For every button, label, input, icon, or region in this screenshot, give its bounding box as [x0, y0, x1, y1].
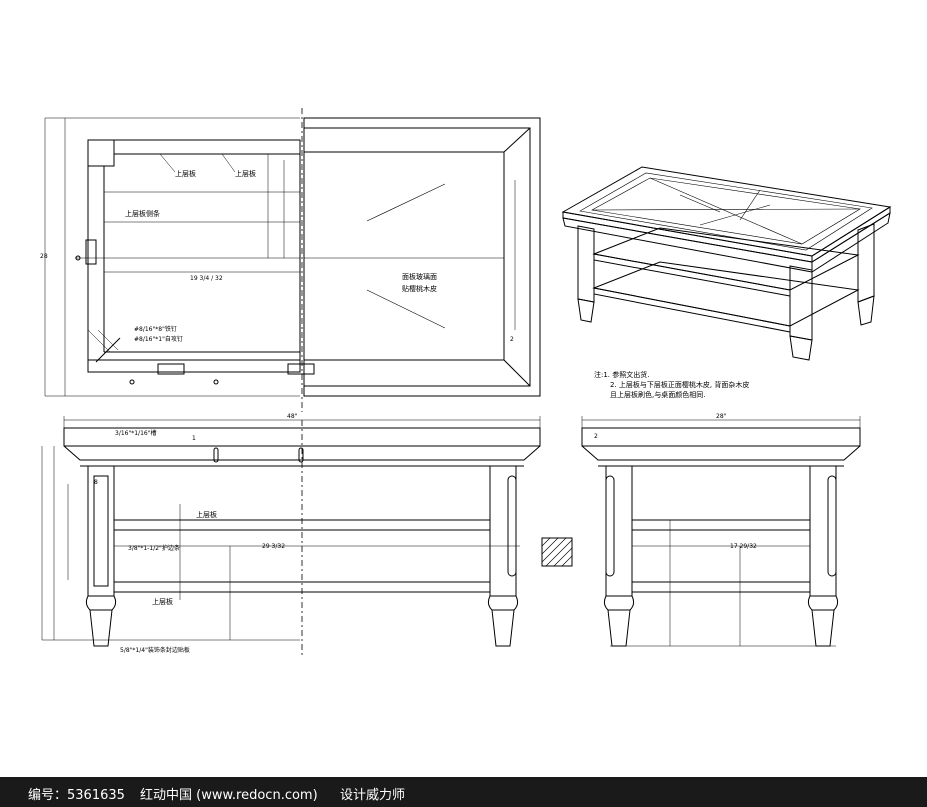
notes-line-2: 2. 上层板与下层板正面樱桃木皮, 背面杂木皮 [610, 380, 749, 389]
footer-designer: 设计威力师 [340, 788, 406, 803]
front-dim-edge: 3/16"*1/16"槽 [115, 429, 156, 437]
svg-text:28: 28 [40, 253, 48, 260]
front-label-shelf: 上层板 [196, 510, 217, 519]
footer-site: 红动中国 (www.redocn.com) [140, 788, 318, 803]
side-view: 28" 2 17 29/32 [581, 413, 861, 647]
front-dim-leg: 8 [94, 479, 98, 486]
side-dim-edge: 2 [594, 433, 598, 440]
footer-id: 编号：5361635 [28, 788, 125, 803]
plan-label-screw-2: #8/16"*1"自攻钉 [134, 335, 183, 343]
plan-label-top-shelf-1: 上层板 [175, 169, 196, 178]
plan-dim-width: 19 3/4 / 32 [190, 275, 223, 282]
iso-view [561, 166, 892, 361]
front-dim-top-thk: 1 [192, 435, 196, 442]
profile-swatch [541, 537, 573, 567]
plan-label-glass-2: 贴樱桃木皮 [402, 284, 437, 293]
plan-dim-depth: 2 [510, 336, 514, 343]
plan-label-screw-1: #8/16"*8"铁钉 [134, 325, 177, 333]
profile-hatch [541, 537, 573, 567]
plan-label-glass-1: 面板玻璃面 [402, 272, 437, 281]
side-dim-overall: 28" [716, 413, 727, 420]
notes-line-3: 且上层板刷色,与桌面颜色相同. [610, 390, 705, 399]
notes-line-1: 注:1. 参照文出货. [594, 370, 650, 379]
side-dim-inner: 17 29/32 [730, 543, 757, 550]
front-view: 48" 3/16"*1/16"槽 1 上层板 上层板 3/8"*1-1/2"护边… [41, 413, 541, 656]
plan-label-shelf-support: 上层板侧条 [125, 209, 160, 218]
furniture-drawing: 28 上层板 上层板 上层板侧条 19 3/4 / 32 #8/16"*8"铁钉… [40, 108, 892, 656]
front-label-lower-shelf: 上层板 [152, 597, 173, 606]
plan-view: 28 上层板 上层板 上层板侧条 19 3/4 / 32 #8/16"*8"铁钉… [40, 108, 541, 412]
plan-label-top-shelf-2: 上层板 [235, 169, 256, 178]
front-dim-overall: 48" [287, 413, 298, 420]
front-label-support: 3/8"*1-1/2"护边条 [128, 544, 180, 552]
footer-bar: 编号：5361635 红动中国 (www.redocn.com) 设计威力师 [0, 777, 927, 807]
front-dim-inner: 29 3/32 [262, 543, 285, 550]
front-bottom-note: 5/8"*1/4"装饰条封边贴板 [120, 646, 190, 654]
